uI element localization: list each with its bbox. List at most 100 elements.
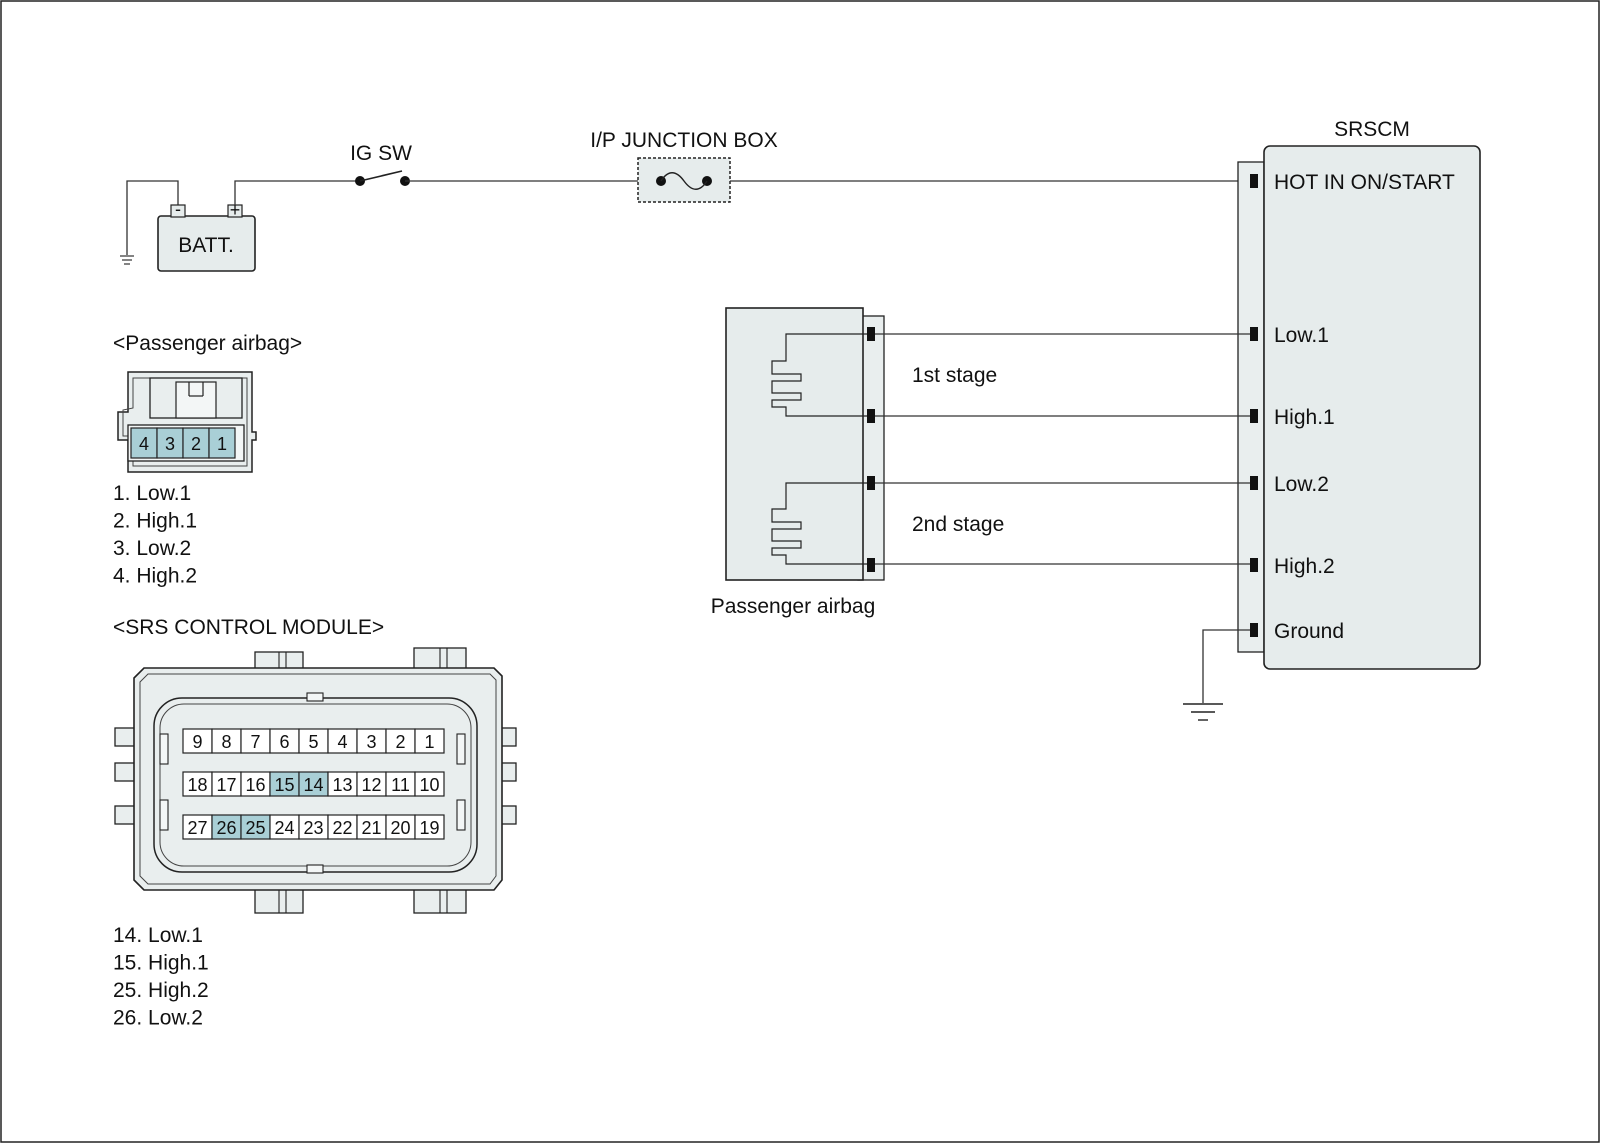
srs-pin-number: 7	[250, 732, 260, 752]
srscm-terminal-low1	[1250, 327, 1258, 341]
passenger-pin-cell	[156, 427, 184, 459]
srs-pin-number: 13	[332, 775, 352, 795]
srs-connector-inner-outline	[139, 673, 497, 885]
junction-box-label: I/P JUNCTION BOX	[590, 129, 777, 152]
airbag-terminal-high1	[867, 409, 875, 423]
srs-pin-cell	[298, 771, 329, 797]
srs-connector-key-bottom	[306, 864, 324, 874]
battery-minus-sign: -	[175, 199, 181, 219]
srs-connector-latches	[159, 733, 466, 831]
passenger-connector-legend: 1. Low.1 2. High.1 3. Low.2 4. High.2	[113, 482, 197, 588]
srs-pin-number: 21	[361, 818, 381, 838]
srs-pin-cell	[182, 728, 213, 754]
battery-to-igsw-wire	[234, 180, 360, 205]
srs-connector-title: <SRS CONTROL MODULE>	[113, 616, 384, 639]
srs-pin-number: 25	[245, 818, 265, 838]
srs-pin-number: 18	[187, 775, 207, 795]
battery-label: BATT.	[178, 234, 234, 257]
airbag-terminal-low2	[867, 476, 875, 490]
srs-pin-number: 12	[361, 775, 381, 795]
srs-pin-cell	[182, 771, 213, 797]
passenger-pin-number: 3	[165, 434, 175, 454]
srs-pin-cell	[298, 814, 329, 840]
srs-pin-cell	[414, 728, 445, 754]
srs-pin-cell	[327, 728, 358, 754]
power-circuit: - + BATT. IG SW I/P JUNCTION BOX	[120, 129, 1251, 272]
srs-pin-cell	[211, 728, 242, 754]
srscm-ground-symbol	[1183, 703, 1223, 721]
battery-plus-sign: +	[230, 200, 241, 220]
srs-connector-key-top	[306, 692, 324, 702]
srs-pin-number: 26	[216, 818, 236, 838]
srscm-label-low1: Low.1	[1274, 324, 1329, 347]
srs-connector-view: <SRS CONTROL MODULE>	[113, 616, 517, 1030]
passenger-connector-title: <Passenger airbag>	[113, 332, 302, 355]
srscm-title: SRSCM	[1334, 118, 1410, 141]
srs-pin-number: 20	[390, 818, 410, 838]
srscm-terminal-high2	[1250, 558, 1258, 572]
stage1-label: 1st stage	[912, 364, 997, 387]
ignition-switch-label: IG SW	[350, 142, 412, 165]
srscm-terminal-hot	[1250, 174, 1258, 188]
srs-pin-cell	[269, 728, 300, 754]
srs-pin-number: 1	[424, 732, 434, 752]
srs-pin-number: 24	[274, 818, 294, 838]
passenger-legend-item: 3. Low.2	[113, 537, 191, 560]
passenger-legend-item: 2. High.1	[113, 510, 197, 533]
passenger-legend-item: 1. Low.1	[113, 482, 191, 505]
battery-minus-terminal	[170, 204, 186, 218]
passenger-pin-cell	[182, 427, 210, 459]
srs-pin-cell	[269, 771, 300, 797]
srs-pin-cell	[298, 728, 329, 754]
srs-pin-cell	[211, 771, 242, 797]
srs-pin-number: 11	[391, 775, 410, 795]
srs-pin-number: 27	[187, 818, 207, 838]
srs-connector-legend: 14. Low.115. High.125. High.226. Low.2	[113, 924, 209, 1030]
srs-pin-number: 14	[303, 775, 323, 795]
srscm-terminal-high1	[1250, 409, 1258, 423]
stage2-label: 2nd stage	[912, 513, 1004, 536]
srs-pin-cell	[182, 814, 213, 840]
srscm-connector-strip	[1237, 161, 1265, 653]
stage2-squib	[771, 482, 870, 565]
srs-pin-number: 19	[419, 818, 439, 838]
srs-pin-number: 10	[419, 775, 439, 795]
srscm-label-high1: High.1	[1274, 406, 1335, 429]
passenger-pin-number: 4	[139, 434, 149, 454]
srs-pin-number: 5	[308, 732, 318, 752]
srscm-body	[1263, 145, 1481, 670]
srs-pin-number: 2	[395, 732, 405, 752]
srscm-terminal-low2	[1250, 476, 1258, 490]
srscm-terminal-ground	[1250, 623, 1258, 637]
ignition-switch	[355, 170, 410, 186]
airbag-body	[725, 307, 864, 581]
srs-legend-item: 26. Low.2	[113, 1007, 203, 1030]
srs-pin-number: 4	[337, 732, 347, 752]
srs-pin-cell	[414, 771, 445, 797]
srs-pin-number: 3	[366, 732, 376, 752]
srs-legend-item: 14. Low.1	[113, 924, 203, 947]
passenger-legend-item: 4. High.2	[113, 565, 197, 588]
airbag-terminal-low1	[867, 327, 875, 341]
srs-pin-cell	[385, 814, 416, 840]
srs-pin-cell	[356, 771, 387, 797]
passenger-pin-number: 2	[191, 434, 201, 454]
srs-legend-item: 15. High.1	[113, 952, 209, 975]
airbag-terminal-high2	[867, 558, 875, 572]
srs-pin-cell	[414, 814, 445, 840]
srscm-label-hot: HOT IN ON/START	[1274, 171, 1455, 194]
srs-pin-number: 8	[221, 732, 231, 752]
srscm-label-high2: High.2	[1274, 555, 1335, 578]
srs-pin-number: 23	[303, 818, 323, 838]
srscm-label-low2: Low.2	[1274, 473, 1329, 496]
srscm-label-ground: Ground	[1274, 620, 1344, 643]
battery-ground-symbol	[120, 255, 134, 265]
srs-pin-number: 6	[279, 732, 289, 752]
srs-pin-number: 9	[192, 732, 202, 752]
airbag-unit: Passenger airbag 1st stage 2nd stage	[711, 307, 1004, 618]
airbag-unit-label: Passenger airbag	[711, 595, 876, 618]
battery	[157, 215, 256, 272]
